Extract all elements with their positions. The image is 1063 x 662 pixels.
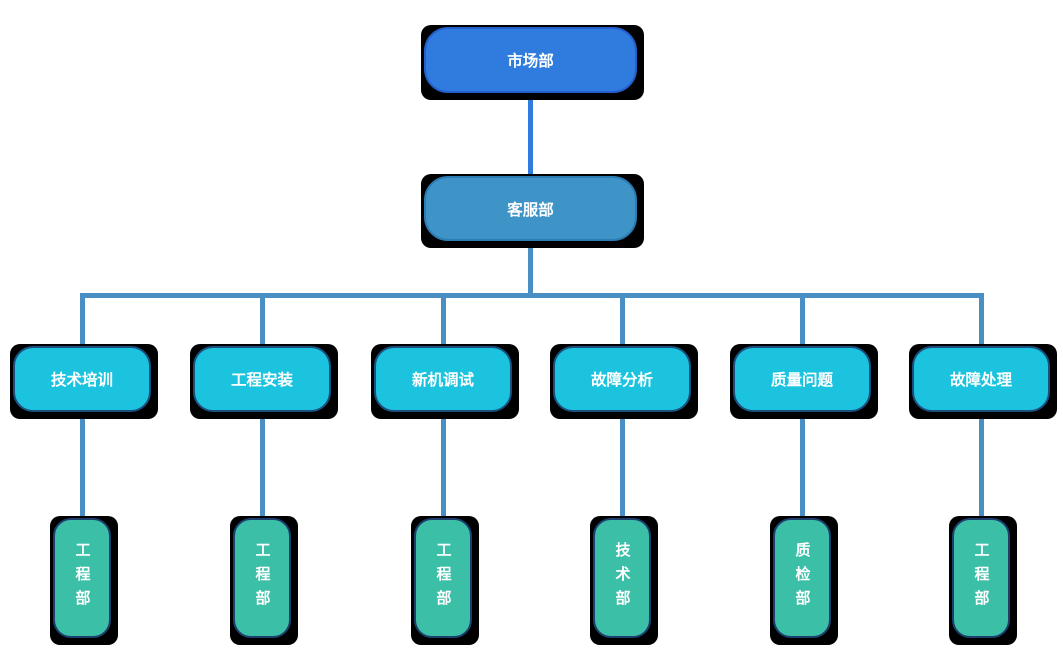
node-label: 故障分析	[590, 371, 653, 389]
node-fault-analysis: 故障分析	[550, 344, 698, 419]
connector-level2-bus	[528, 240, 533, 294]
node-engineering-dept-3: 工程部	[411, 516, 479, 645]
node-label: 技术部	[613, 542, 632, 614]
connector-level1-level2	[528, 92, 533, 177]
node-label: 市场部	[507, 52, 554, 70]
connector-leaf-5	[800, 412, 805, 519]
node-customer-service-dept: 客服部	[421, 174, 644, 248]
node-quality-inspection-dept: 质检部	[770, 516, 838, 645]
connector-drop-5	[800, 296, 805, 347]
connector-leaf-4	[620, 412, 625, 519]
connector-drop-3	[441, 296, 446, 347]
node-new-machine-debug: 新机调试	[371, 344, 519, 419]
node-quality-issue: 质量问题	[730, 344, 878, 419]
node-fault-handling: 故障处理	[909, 344, 1057, 419]
node-label: 工程安装	[230, 371, 293, 389]
node-label: 工程部	[253, 542, 272, 614]
connector-leaf-6	[979, 412, 984, 519]
connector-leaf-1	[80, 412, 85, 519]
connector-drop-2	[260, 296, 265, 347]
node-engineering-dept-2: 工程部	[230, 516, 298, 645]
connector-drop-6	[979, 296, 984, 347]
node-label: 工程部	[972, 542, 991, 614]
node-tech-training: 技术培训	[10, 344, 158, 419]
node-label: 新机调试	[411, 371, 474, 389]
node-tech-dept: 技术部	[590, 516, 658, 645]
node-label: 客服部	[507, 200, 554, 219]
node-label: 技术培训	[50, 371, 113, 389]
node-label: 工程部	[434, 542, 453, 614]
node-label: 质检部	[793, 542, 812, 614]
node-engineering-dept-1: 工程部	[50, 516, 118, 645]
connector-drop-1	[80, 296, 85, 347]
connector-leaf-3	[441, 412, 446, 519]
node-marketing-dept: 市场部	[421, 25, 644, 100]
node-label: 故障处理	[949, 371, 1012, 389]
node-engineering-dept-4: 工程部	[949, 516, 1017, 645]
connector-drop-4	[620, 296, 625, 347]
node-label: 工程部	[73, 542, 92, 614]
connector-leaf-2	[260, 412, 265, 519]
node-engineering-install: 工程安装	[190, 344, 338, 419]
node-label: 质量问题	[770, 371, 833, 389]
connector-horizontal-bus	[80, 293, 984, 298]
